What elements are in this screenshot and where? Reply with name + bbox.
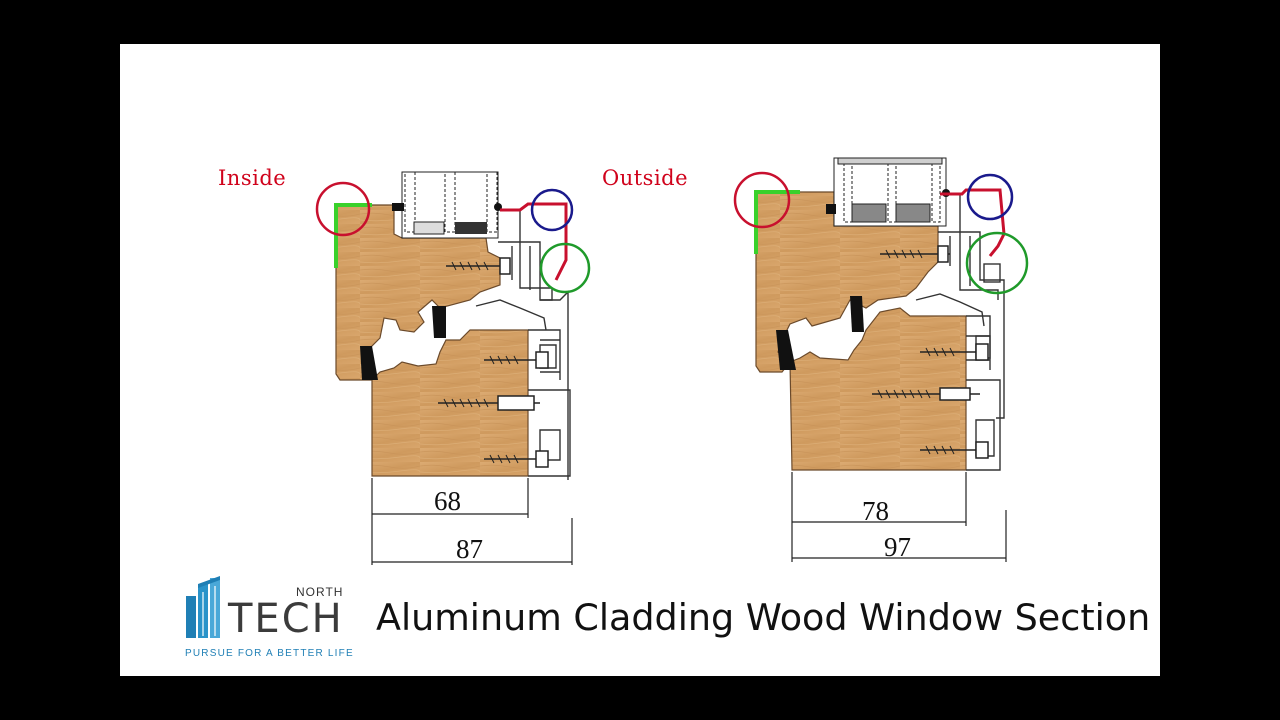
inside-label: Inside xyxy=(218,166,287,190)
dimension-right-outer: 97 xyxy=(884,532,911,562)
right-dimension-lines xyxy=(791,472,1007,562)
left-glass-unit xyxy=(392,171,499,239)
caption-title: Aluminum Cladding Wood Window Section xyxy=(376,596,1151,639)
right-section xyxy=(733,157,1029,562)
left-screws xyxy=(438,257,549,468)
left-green-corner-highlight xyxy=(334,203,372,268)
left-red-cladding-highlight xyxy=(500,202,568,281)
right-red-cladding-highlight xyxy=(940,188,1006,257)
left-section xyxy=(315,171,591,565)
logo-building-icon xyxy=(186,576,220,638)
dimension-right-inner: 78 xyxy=(862,496,889,526)
left-dimension-lines xyxy=(371,478,573,565)
right-glass-unit xyxy=(826,157,947,227)
right-green-circle xyxy=(965,231,1029,295)
right-frame-wood xyxy=(789,307,967,471)
dimension-left-inner: 68 xyxy=(434,486,461,516)
logo-tagline: PURSUE FOR A BETTER LIFE xyxy=(185,648,354,659)
right-red-circle xyxy=(733,171,791,229)
left-green-circle xyxy=(539,242,591,294)
right-screws xyxy=(872,245,989,459)
dimension-left-outer: 87 xyxy=(456,534,483,564)
right-green-corner-highlight xyxy=(754,190,800,254)
logo-tech: TECH xyxy=(228,596,344,642)
left-gaskets xyxy=(360,203,502,380)
right-blue-circle xyxy=(966,173,1014,221)
outside-label: Outside xyxy=(602,166,689,190)
left-red-circle xyxy=(315,181,371,237)
logo-north: NORTH xyxy=(296,585,344,599)
left-blue-circle xyxy=(530,188,574,232)
